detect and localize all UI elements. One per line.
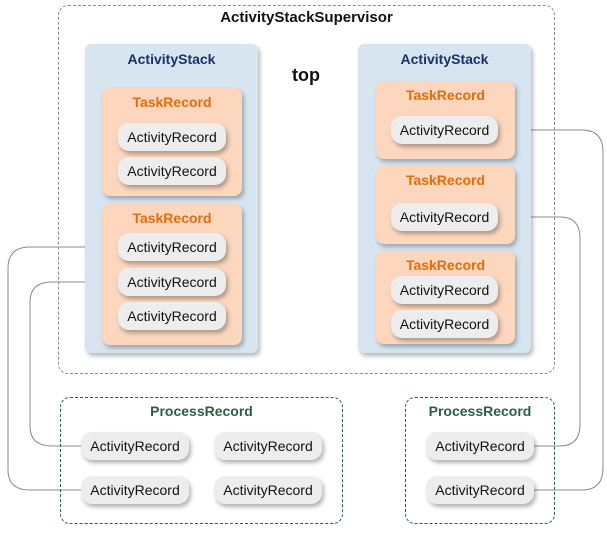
- left-process-activity-record-4: ActivityRecord: [214, 476, 322, 504]
- right-task-3-title: TaskRecord: [405, 257, 486, 273]
- left-task-1-activity-record-1: ActivityRecord: [118, 123, 226, 151]
- connector-left-stack-record-4-to-process-record-1: [29, 281, 118, 447]
- left-process-activity-record-2: ActivityRecord: [214, 432, 322, 460]
- left-task-2-activity-record-2: ActivityRecord: [118, 268, 226, 296]
- right-task-1-activity-record-1: ActivityRecord: [391, 116, 498, 144]
- left-task-2-activity-record-1: ActivityRecord: [118, 233, 226, 261]
- right-process-activity-record-1: ActivityRecord: [426, 432, 534, 460]
- left-stack-title: ActivityStack: [127, 51, 216, 67]
- supervisor-title: ActivityStackSupervisor: [220, 9, 393, 26]
- left-task-2-title: TaskRecord: [132, 210, 212, 226]
- left-task-2-activity-record-3: ActivityRecord: [118, 302, 226, 330]
- right-process-record: [405, 397, 555, 524]
- activity-stack-supervisor: [58, 5, 555, 374]
- left-process-activity-record-3: ActivityRecord: [81, 476, 189, 504]
- right-task-3-activity-record-1: ActivityRecord: [391, 276, 498, 304]
- right-task-2-title: TaskRecord: [405, 172, 486, 188]
- right-task-1-title: TaskRecord: [405, 87, 486, 103]
- left-task-1-title: TaskRecord: [132, 94, 212, 110]
- connector-right-stack-record-2-to-process-record-1: [496, 216, 581, 447]
- right-stack-title: ActivityStack: [400, 51, 489, 67]
- connector-right-stack-record-1-to-process-record-2: [496, 129, 604, 491]
- left-process-activity-record-1: ActivityRecord: [81, 432, 189, 460]
- right-task-3-activity-record-2: ActivityRecord: [391, 310, 498, 338]
- right-process-activity-record-2: ActivityRecord: [426, 476, 534, 504]
- left-process-record: [60, 397, 343, 524]
- right-process-title: ProcessRecord: [428, 403, 532, 419]
- top-label: top: [292, 65, 320, 85]
- left-task-1-activity-record-2: ActivityRecord: [118, 157, 226, 185]
- right-task-2-activity-record-1: ActivityRecord: [391, 203, 498, 231]
- connector-left-stack-record-3-to-process-record-3: [7, 246, 118, 491]
- left-process-title: ProcessRecord: [150, 403, 253, 419]
